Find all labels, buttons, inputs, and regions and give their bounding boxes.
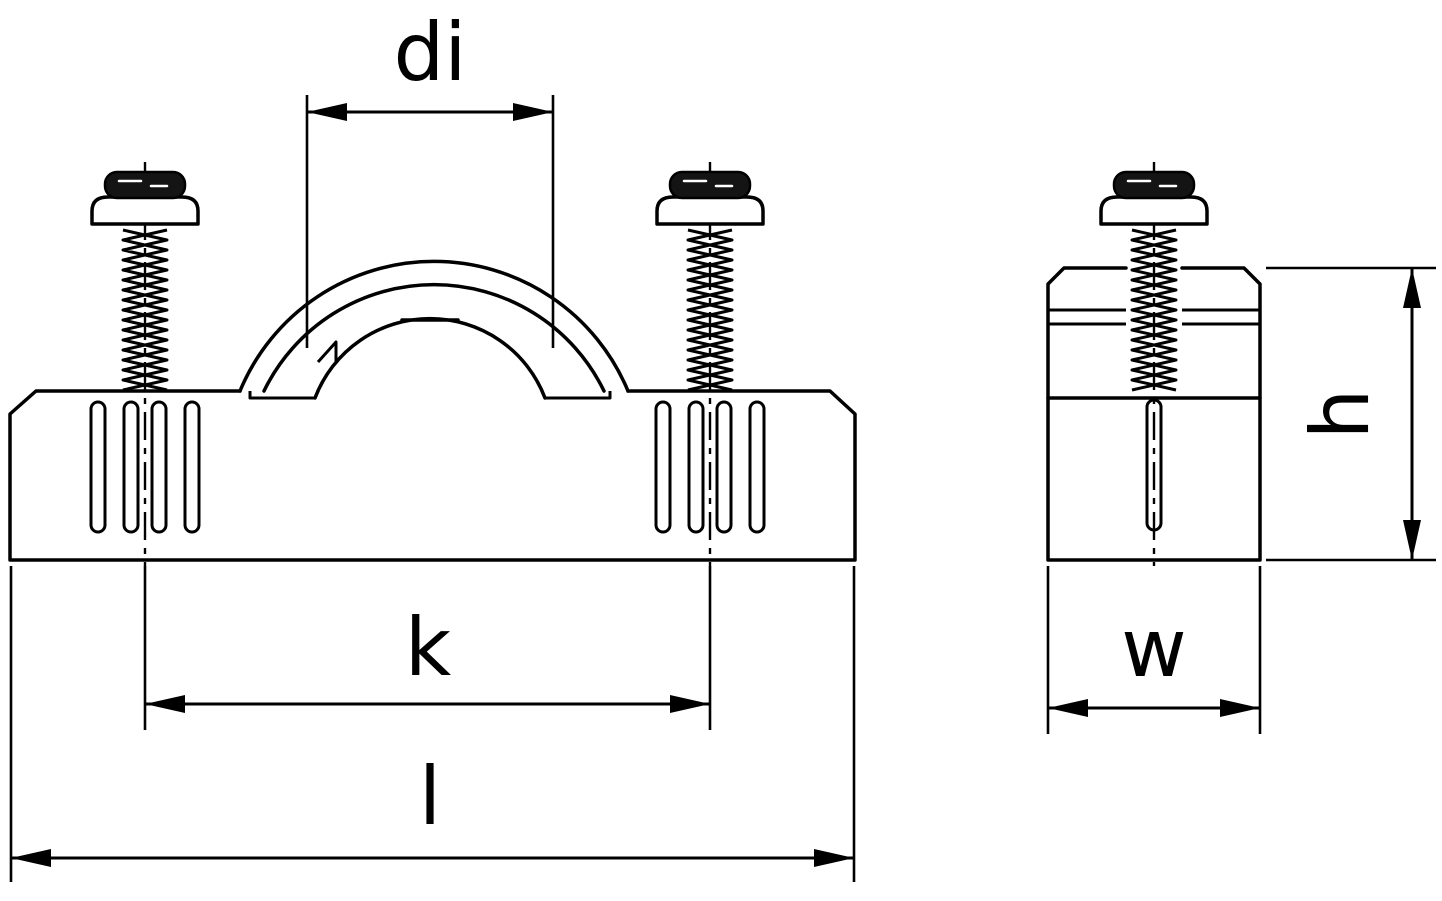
rib-slot (122, 400, 140, 534)
rib-slot (748, 400, 766, 534)
dimension-label-l: l (419, 750, 441, 843)
front-view (8, 162, 857, 566)
dimension-label-di: di (393, 6, 466, 99)
clamp-base-front (8, 389, 857, 562)
arch-seat-ledge-right (545, 391, 612, 400)
rib-slot (715, 400, 733, 534)
pipe-grip-notch (316, 340, 338, 364)
dimension-label-h: h (1294, 389, 1387, 440)
dimension-w: w (1046, 566, 1262, 734)
pipe-opening-arc (313, 316, 547, 400)
arch-seat-ledge-left (248, 391, 315, 400)
dimension-label-k: k (405, 601, 452, 694)
dimension-label-w: w (1121, 602, 1186, 695)
rib-slot (150, 400, 168, 534)
dimension-di: di (305, 6, 555, 348)
clamp-arch-inner-strap (262, 282, 606, 393)
dimension-k: k (143, 566, 712, 730)
side-view (1046, 162, 1262, 566)
rib-slot (89, 400, 107, 534)
dimension-l: l (9, 566, 856, 882)
clamp-base-side (1046, 396, 1262, 562)
rib-slot (654, 400, 672, 534)
rib-slot (183, 400, 201, 534)
clamp-arch-outer (238, 259, 630, 393)
dimension-h: h (1266, 266, 1436, 562)
rib-slot (687, 400, 705, 534)
